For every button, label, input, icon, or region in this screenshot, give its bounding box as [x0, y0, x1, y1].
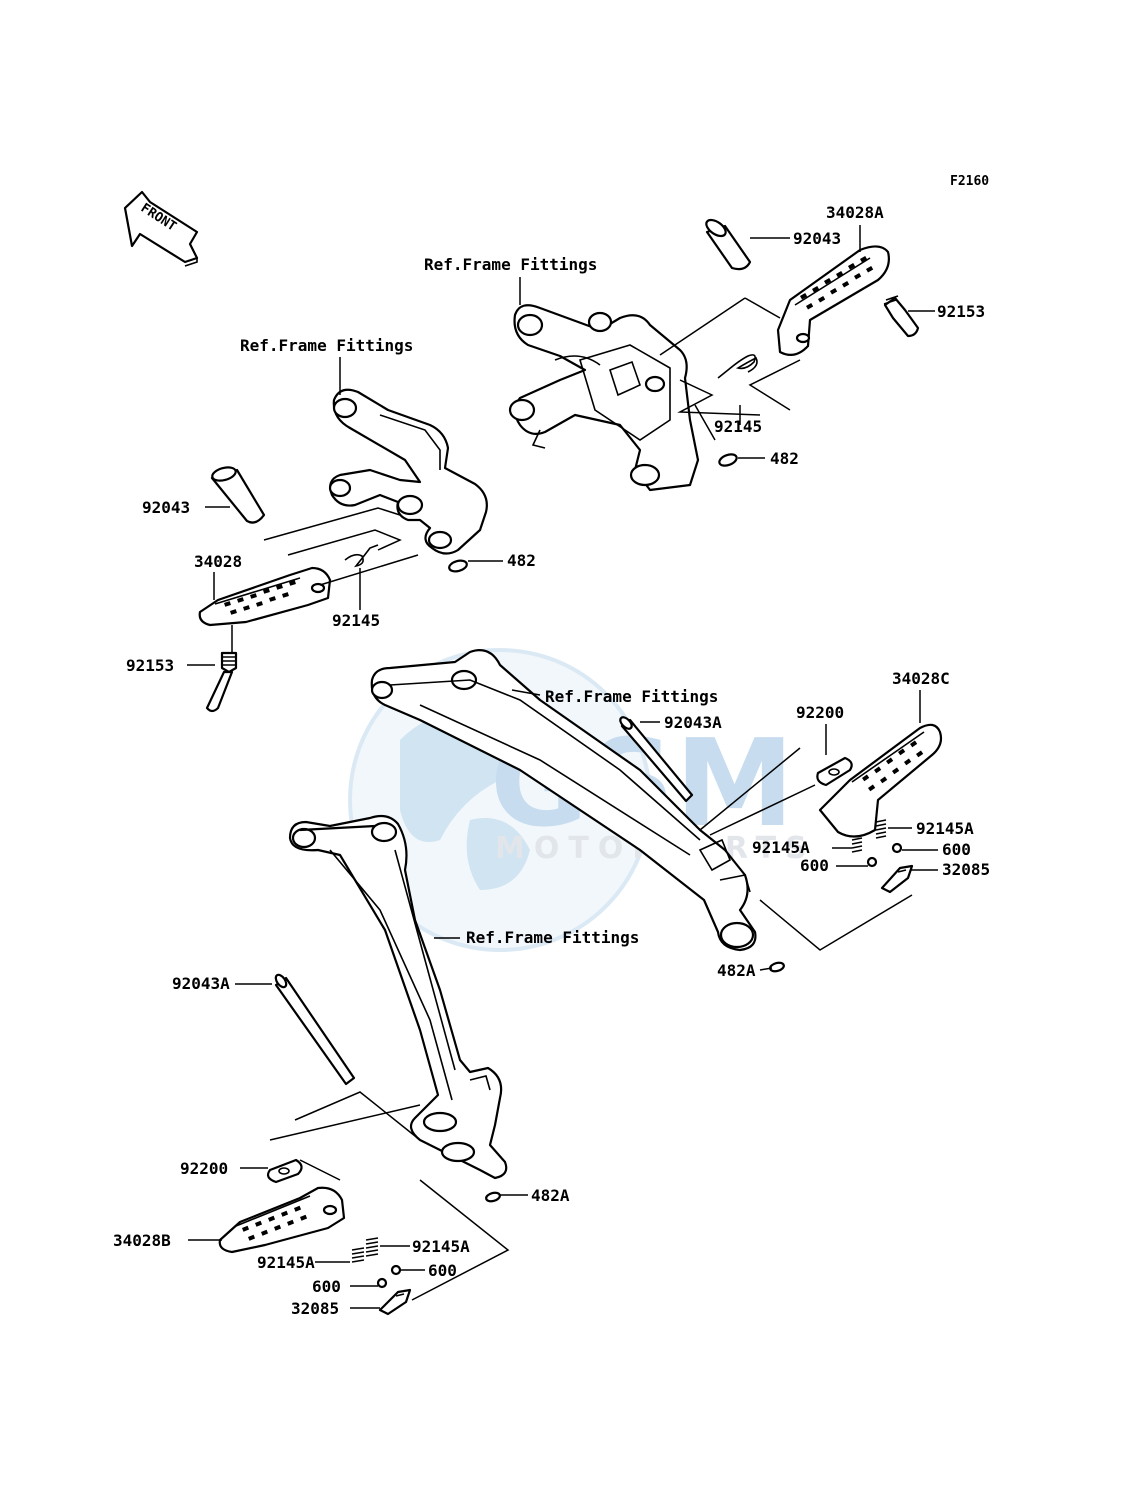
- bolt-92153-top-right: [883, 295, 920, 338]
- pin-92043A-right: [619, 716, 694, 803]
- footpeg-34028: [198, 566, 332, 627]
- label-92145A-right-2: 92145A: [752, 838, 810, 857]
- label-32085-right: 32085: [942, 860, 990, 879]
- label-ref-frame-rear-left: Ref.Frame Fittings: [466, 928, 639, 947]
- spring-92145A-right-2: [851, 837, 863, 853]
- footpeg-34028A: [776, 245, 890, 357]
- label-92153-top-left: 92153: [126, 656, 174, 675]
- label-ref-frame-rear-right: Ref.Frame Fittings: [545, 687, 718, 706]
- washer-92200-right: [816, 756, 853, 787]
- label-482A-left: 482A: [531, 1186, 570, 1205]
- label-92153-top-right: 92153: [937, 302, 985, 321]
- ball-600-left-2: [376, 1277, 388, 1289]
- spring-92145A-left-1: [365, 1237, 379, 1257]
- rear-left-bracket: [288, 814, 508, 1180]
- label-92043A-right: 92043A: [664, 713, 722, 732]
- detent-32085-left: [378, 1288, 412, 1316]
- label-92043-top-left: 92043: [142, 498, 190, 517]
- label-92200-right: 92200: [796, 703, 844, 722]
- label-600-left-1: 600: [428, 1261, 457, 1280]
- label-482-top-right: 482: [770, 449, 799, 468]
- footpeg-34028C: [818, 723, 943, 838]
- label-600-left-2: 600: [312, 1277, 341, 1296]
- label-ref-frame-top-right: Ref.Frame Fittings: [424, 255, 597, 274]
- pin-92043-top-left: [210, 466, 266, 524]
- label-ref-frame-top-left: Ref.Frame Fittings: [240, 336, 413, 355]
- label-600-right-1: 600: [942, 840, 971, 859]
- leader-lines: [187, 225, 938, 1309]
- top-left-bracket: [328, 388, 488, 555]
- label-482-top-left: 482: [507, 551, 536, 570]
- clip-482-top-left: [448, 559, 468, 573]
- pin-92043-top-right: [705, 218, 752, 271]
- label-92145A-right-1: 92145A: [916, 819, 974, 838]
- label-92043-top-right: 92043: [793, 229, 841, 248]
- washer-92200-left: [266, 1158, 303, 1184]
- label-92043A-left: 92043A: [172, 974, 230, 993]
- figure-code: F2160: [950, 174, 989, 189]
- top-right-bracket: [508, 304, 700, 492]
- bolt-92153-top-left: [205, 651, 238, 713]
- clip-482A-left: [485, 1191, 501, 1203]
- label-34028C: 34028C: [892, 669, 950, 688]
- label-32085-left: 32085: [291, 1299, 339, 1318]
- ball-600-left-1: [390, 1264, 402, 1276]
- label-92145A-left-2: 92145A: [257, 1253, 315, 1272]
- front-arrow-icon: FRONT: [123, 190, 199, 267]
- clip-482A-right: [769, 961, 785, 973]
- label-600-right-2: 600: [800, 856, 829, 875]
- spring-92145A-right-1: [875, 819, 887, 839]
- ball-600-right-1: [891, 842, 903, 854]
- clip-482-top-right: [718, 453, 738, 467]
- label-92200-left: 92200: [180, 1159, 228, 1178]
- label-92145-top-right: 92145: [714, 417, 762, 436]
- label-34028B: 34028B: [113, 1231, 171, 1250]
- pin-92043A-left: [274, 973, 356, 1086]
- label-482A-right: 482A: [717, 961, 756, 980]
- label-34028: 34028: [194, 552, 242, 571]
- spring-92145-top-right: [717, 354, 758, 379]
- spring-92145A-left-2: [351, 1247, 365, 1263]
- ball-600-right-2: [866, 856, 878, 868]
- spring-92145-top-left: [344, 544, 379, 568]
- rear-right-bracket: [370, 649, 757, 952]
- footpeg-34028B: [218, 1186, 346, 1254]
- detent-32085-right: [880, 864, 914, 894]
- label-92145-top-left: 92145: [332, 611, 380, 630]
- label-34028A: 34028A: [826, 203, 884, 222]
- label-92145A-left-1: 92145A: [412, 1237, 470, 1256]
